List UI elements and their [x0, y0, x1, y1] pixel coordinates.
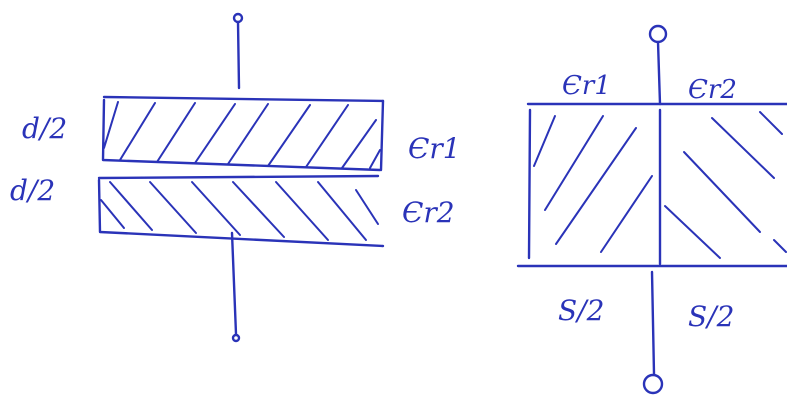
left-bottom-lead [230, 231, 238, 336]
left-capacitor: d/2 d/2 Єr1 Єr2 [10, 12, 461, 343]
left-bottom-terminal-icon [231, 333, 241, 343]
right-top-terminal-icon [648, 24, 668, 44]
left-bottom-thickness-label: d/2 [10, 174, 55, 207]
right-right-width-label: S/2 [688, 300, 734, 333]
right-left-width-label: S/2 [558, 294, 604, 327]
left-bottom-plate [97, 178, 385, 248]
right-bottom-lead [650, 270, 656, 376]
right-left-edge [527, 108, 532, 260]
right-capacitor: Єr1 Єr2 S/2 S/2 [516, 24, 787, 395]
right-left-permittivity-label: Єr1 [562, 71, 611, 101]
right-right-hatching [664, 111, 787, 259]
left-bottom-permittivity-label: Єr2 [402, 196, 455, 229]
left-layer1-outline [101, 98, 382, 172]
left-layer1-hatching [103, 101, 381, 169]
left-top-terminal-icon [232, 12, 244, 24]
right-right-permittivity-label: Єr2 [688, 75, 737, 105]
left-top-plate [102, 95, 385, 103]
left-top-thickness-label: d/2 [22, 112, 67, 145]
left-top-lead [236, 20, 241, 90]
right-left-hatching [533, 115, 653, 253]
right-bottom-terminal-icon [642, 373, 664, 395]
left-middle-boundary [97, 174, 380, 180]
left-top-permittivity-label: Єr1 [408, 132, 461, 165]
left-layer2-hatching [100, 181, 379, 241]
right-top-lead [656, 40, 662, 106]
left-layer1-right-edge [379, 99, 385, 172]
